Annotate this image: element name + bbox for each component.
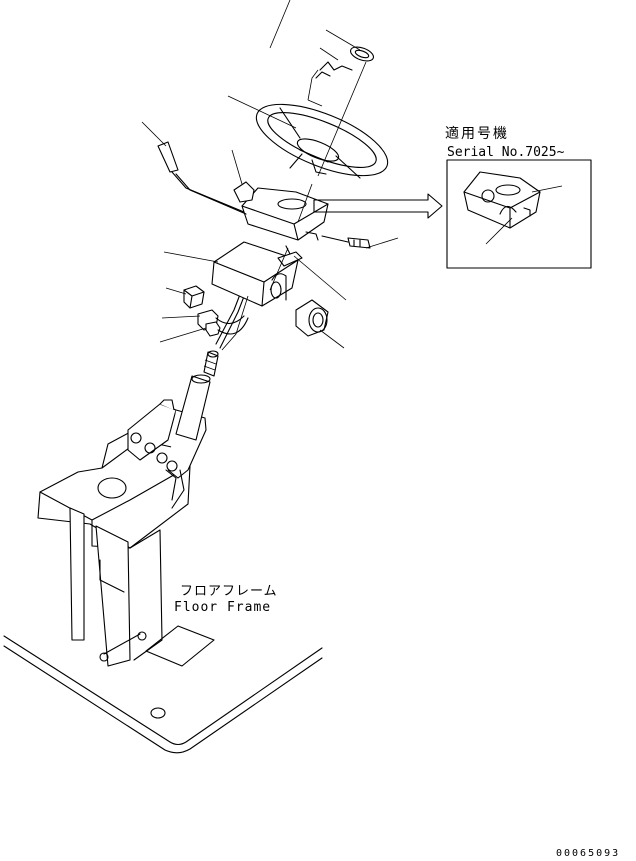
horn-button bbox=[315, 46, 375, 79]
floor-frame-label-en: Floor Frame bbox=[174, 600, 271, 615]
upper-column-cover bbox=[241, 187, 329, 241]
drawing-number: 00065093 bbox=[556, 848, 620, 859]
steering-column-shaft bbox=[175, 283, 249, 441]
floor-plate bbox=[3, 625, 323, 754]
turn-signal-lever bbox=[157, 141, 247, 215]
lower-column-cover bbox=[211, 241, 299, 307]
retainer-clip bbox=[277, 245, 303, 267]
inset-arrow bbox=[313, 193, 443, 219]
floor-frame-label-jp: フロアフレーム bbox=[180, 584, 278, 599]
switch-connectors bbox=[183, 285, 249, 337]
wiper-switch-lever bbox=[321, 235, 371, 249]
assembly-axis bbox=[221, 61, 367, 351]
lever-knob bbox=[233, 181, 255, 203]
serial-inset-panel bbox=[446, 159, 592, 269]
steering-pedestal-bracket bbox=[37, 429, 191, 667]
inset-serial-label: Serial No.7025~ bbox=[447, 145, 565, 160]
key-switch-cylinder bbox=[295, 299, 329, 337]
steering-wheel bbox=[255, 103, 389, 179]
callout-leaders bbox=[141, 0, 399, 349]
inset-title-jp: 適用号機 bbox=[445, 125, 509, 142]
